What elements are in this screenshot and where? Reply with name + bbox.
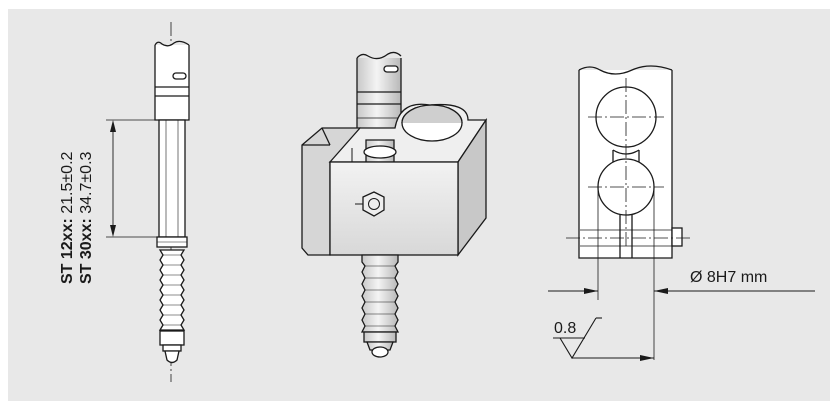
dimension-label-st12-name: ST 12xx: — [59, 218, 76, 284]
dimension-label-st30-value: 34.7±0.3 — [78, 151, 95, 218]
dimension-label-st30-name: ST 30xx: — [78, 218, 95, 284]
svg-text:ST 30xx: 34.7±0.3: ST 30xx: 34.7±0.3 — [78, 151, 95, 284]
surface-roughness-label: 0.8 — [554, 320, 576, 337]
dimension-label: ST 12xx: 21.5±0.2 ST 30xx: 34.7±0.3 — [59, 151, 95, 284]
svg-text:ST 12xx: 21.5±0.2: ST 12xx: 21.5±0.2 — [59, 151, 76, 284]
clamp-section-view — [548, 65, 815, 361]
probe-in-clamp-perspective — [301, 51, 488, 358]
dimension-label-st12-value: 21.5±0.2 — [59, 151, 76, 218]
probe-side-view — [106, 22, 190, 382]
bore-diameter-label: Ø 8H7 mm — [690, 269, 767, 286]
